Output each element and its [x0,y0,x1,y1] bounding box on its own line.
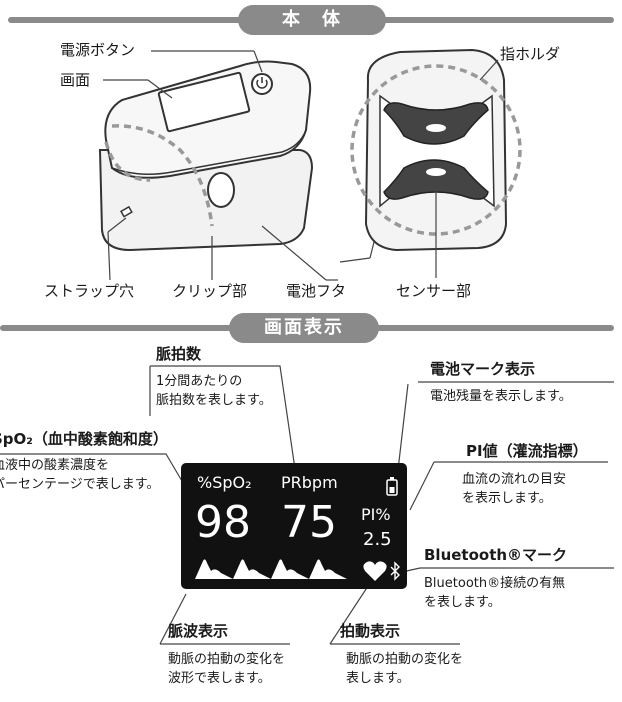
pi-desc-2: を表示します。 [462,491,552,506]
battery-title: 電池マーク表示 [430,360,536,378]
pi-title: PI値（灌流指標） [466,442,588,460]
body-section-title: 本 体 [238,5,386,35]
waveform-desc-2: 波形で表します。 [168,671,271,686]
pi-value: 2.5 [363,529,392,550]
spo2-title: SpO₂（血中酸素飽和度） [0,430,168,448]
spo2-value: 98 [195,497,251,548]
power-button-label: 電源ボタン [60,41,136,59]
strap-hole-label: ストラップ穴 [44,282,135,300]
waveform-title: 脈波表示 [168,622,229,640]
spo2-desc-1: 血液中の酸素濃度を [0,458,110,473]
battery-cover-label: 電池フタ [286,282,347,300]
pulse-rate-desc-2: 脈拍数を表します。 [156,393,272,408]
heartbeat-title: 拍動表示 [340,622,401,640]
bluetooth-desc-2: を表します。 [424,595,501,610]
screen-section-title: 画面表示 [229,313,379,343]
pulse-rate-desc-1: 1分間あたりの [156,374,243,389]
spo2-desc-2: パーセンテージで表します。 [0,477,160,492]
bluetooth-desc-1: Bluetooth®接続の有無 [424,576,566,591]
bluetooth-title: Bluetooth®マーク [424,546,568,564]
pi-label: PI% [361,505,391,524]
oximeter-screen: %SpO₂ PRbpm 98 75 PI% 2.5 [181,463,407,589]
heart-icon [363,561,387,581]
clip-label: クリップ部 [172,282,248,300]
power-icon [251,73,273,95]
screen-label: 画面 [60,71,91,89]
spo2-unit-label: %SpO₂ [197,473,252,492]
battery-desc-1: 電池残量を表示します。 [430,389,572,404]
pi-desc-1: 血流の流れの目安 [462,472,567,487]
sensor-label: センサー部 [396,282,472,300]
heartbeat-desc-2: 表します。 [346,671,410,686]
heartbeat-desc-1: 動脈の拍動の変化を [346,652,464,667]
waveform-desc-1: 動脈の拍動の変化を [168,652,286,667]
screen-graphics [195,477,400,581]
bluetooth-icon [390,561,400,581]
pulse-waveform [195,559,347,579]
battery-icon [386,477,398,496]
pulse-rate-title: 脈拍数 [156,345,202,363]
finger-holder-label: 指ホルダ [500,45,561,63]
pr-unit-label: PRbpm [281,473,338,492]
pr-value: 75 [281,497,337,548]
